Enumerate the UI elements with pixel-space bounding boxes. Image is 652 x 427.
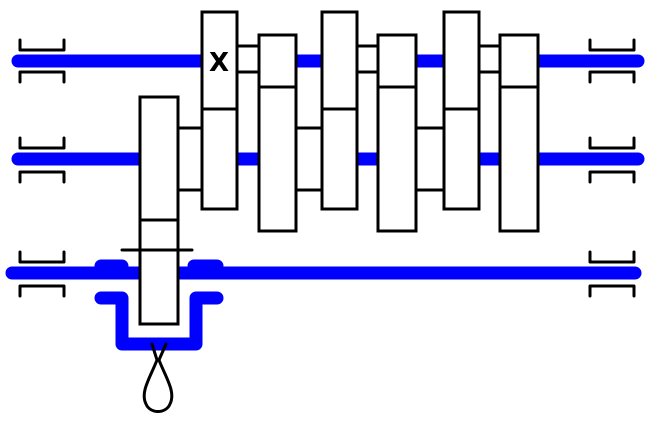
bearing-left-upper — [18, 38, 66, 84]
gear-column-4 — [376, 33, 418, 233]
shafts — [5, 54, 645, 351]
connector-2 — [235, 44, 261, 74]
connector-5 — [414, 126, 446, 192]
gear-sliding — [138, 95, 180, 326]
marker-x-label: X — [209, 48, 229, 78]
gear-connectors — [176, 44, 502, 192]
bearing-right-lower — [588, 250, 636, 298]
bearing-right-upper — [588, 38, 636, 84]
bearing-right-middle — [588, 136, 636, 184]
bearings — [18, 38, 636, 298]
gear-column-2 — [257, 33, 298, 233]
connector-1 — [176, 126, 204, 192]
connector-6 — [477, 44, 502, 74]
bearing-left-lower — [18, 250, 66, 298]
connector-4 — [355, 44, 380, 74]
shift-lever-handle — [142, 342, 174, 413]
shift-fork — [94, 291, 224, 351]
connector-3 — [294, 126, 324, 192]
bearing-left-middle — [18, 136, 66, 184]
gear-column-6 — [498, 33, 540, 233]
gears — [120, 10, 540, 326]
